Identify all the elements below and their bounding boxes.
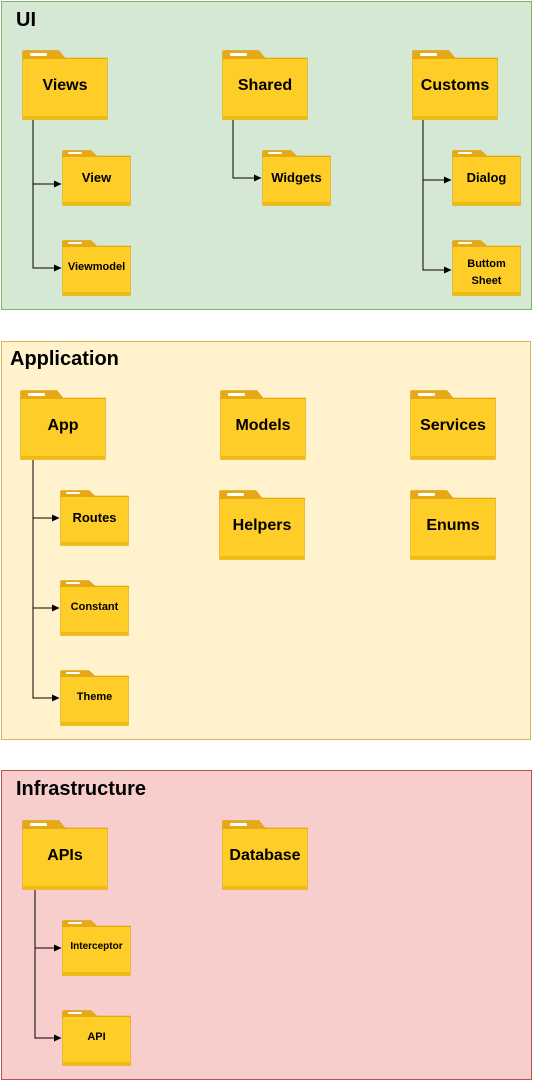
enums-folder-label: Enums	[426, 517, 480, 534]
dialog-folder-icon: Dialog	[452, 150, 521, 206]
interceptor-folder-icon: Interceptor	[62, 920, 131, 976]
folder-shape	[220, 390, 306, 460]
application-layer-title: Application	[10, 348, 119, 370]
models-folder-icon: Models	[220, 390, 306, 460]
customs-folder-icon: Customs	[412, 50, 498, 120]
views-folder-icon: Views	[22, 50, 108, 120]
helpers-folder-label: Helpers	[232, 517, 292, 534]
apis-folder-icon: APIs	[22, 820, 108, 890]
folder-shape	[412, 50, 498, 120]
dialog-folder-label: Dialog	[466, 170, 507, 185]
infrastructure-layer-title: Infrastructure	[16, 778, 147, 800]
models-folder-label: Models	[235, 417, 291, 434]
constant-folder-label: Constant	[70, 601, 119, 613]
viewmodel-folder-icon: Viewmodel	[62, 240, 131, 296]
widgets-folder-icon: Widgets	[262, 150, 331, 206]
views-folder-label: Views	[42, 77, 88, 94]
services-folder-label: Services	[420, 417, 486, 434]
folder-shape	[452, 150, 521, 206]
routes-folder-label: Routes	[72, 510, 117, 525]
app-folder-icon: App	[20, 390, 106, 460]
database-folder-label: Database	[229, 847, 301, 864]
folder-shape	[60, 490, 129, 546]
folder-shape	[410, 490, 496, 560]
bottom-sheet-folder-label: Buttom Sheet	[467, 258, 506, 287]
ui-layer-title: UI	[16, 9, 36, 31]
api-folder-label: API	[87, 1031, 106, 1043]
view-folder-label: View	[81, 170, 112, 185]
services-folder-icon: Services	[410, 390, 496, 460]
folder-shape	[60, 670, 129, 726]
routes-folder-icon: Routes	[60, 490, 129, 546]
apis-folder-label: APIs	[47, 847, 83, 864]
folder-shape	[62, 920, 131, 976]
shared-folder-label: Shared	[237, 77, 293, 94]
folder-shape	[222, 820, 308, 890]
folder-shape	[22, 820, 108, 890]
constant-folder-icon: Constant	[60, 580, 129, 636]
folder-shape	[219, 490, 305, 560]
widgets-folder-label: Widgets	[271, 170, 322, 185]
view-folder-icon: View	[62, 150, 131, 206]
folder-shape	[410, 390, 496, 460]
theme-folder-label: Theme	[76, 691, 113, 703]
api-folder-icon: API	[62, 1010, 131, 1066]
shared-folder-icon: Shared	[222, 50, 308, 120]
folder-shape	[452, 240, 521, 296]
interceptor-folder-label: Interceptor	[70, 941, 123, 952]
folder-shape	[62, 240, 131, 296]
viewmodel-folder-label: Viewmodel	[67, 261, 126, 273]
folder-shape	[222, 50, 308, 120]
app-folder-label: App	[47, 417, 79, 434]
enums-folder-icon: Enums	[410, 490, 496, 560]
customs-folder-label: Customs	[420, 77, 490, 94]
folder-shape	[62, 1010, 131, 1066]
folder-shape	[60, 580, 129, 636]
database-folder-icon: Database	[222, 820, 308, 890]
folder-shape	[20, 390, 106, 460]
folder-shape	[62, 150, 131, 206]
theme-folder-icon: Theme	[60, 670, 129, 726]
helpers-folder-icon: Helpers	[219, 490, 305, 560]
bottom-sheet-folder-icon: Buttom Sheet	[452, 240, 521, 296]
folder-shape	[22, 50, 108, 120]
folder-shape	[262, 150, 331, 206]
